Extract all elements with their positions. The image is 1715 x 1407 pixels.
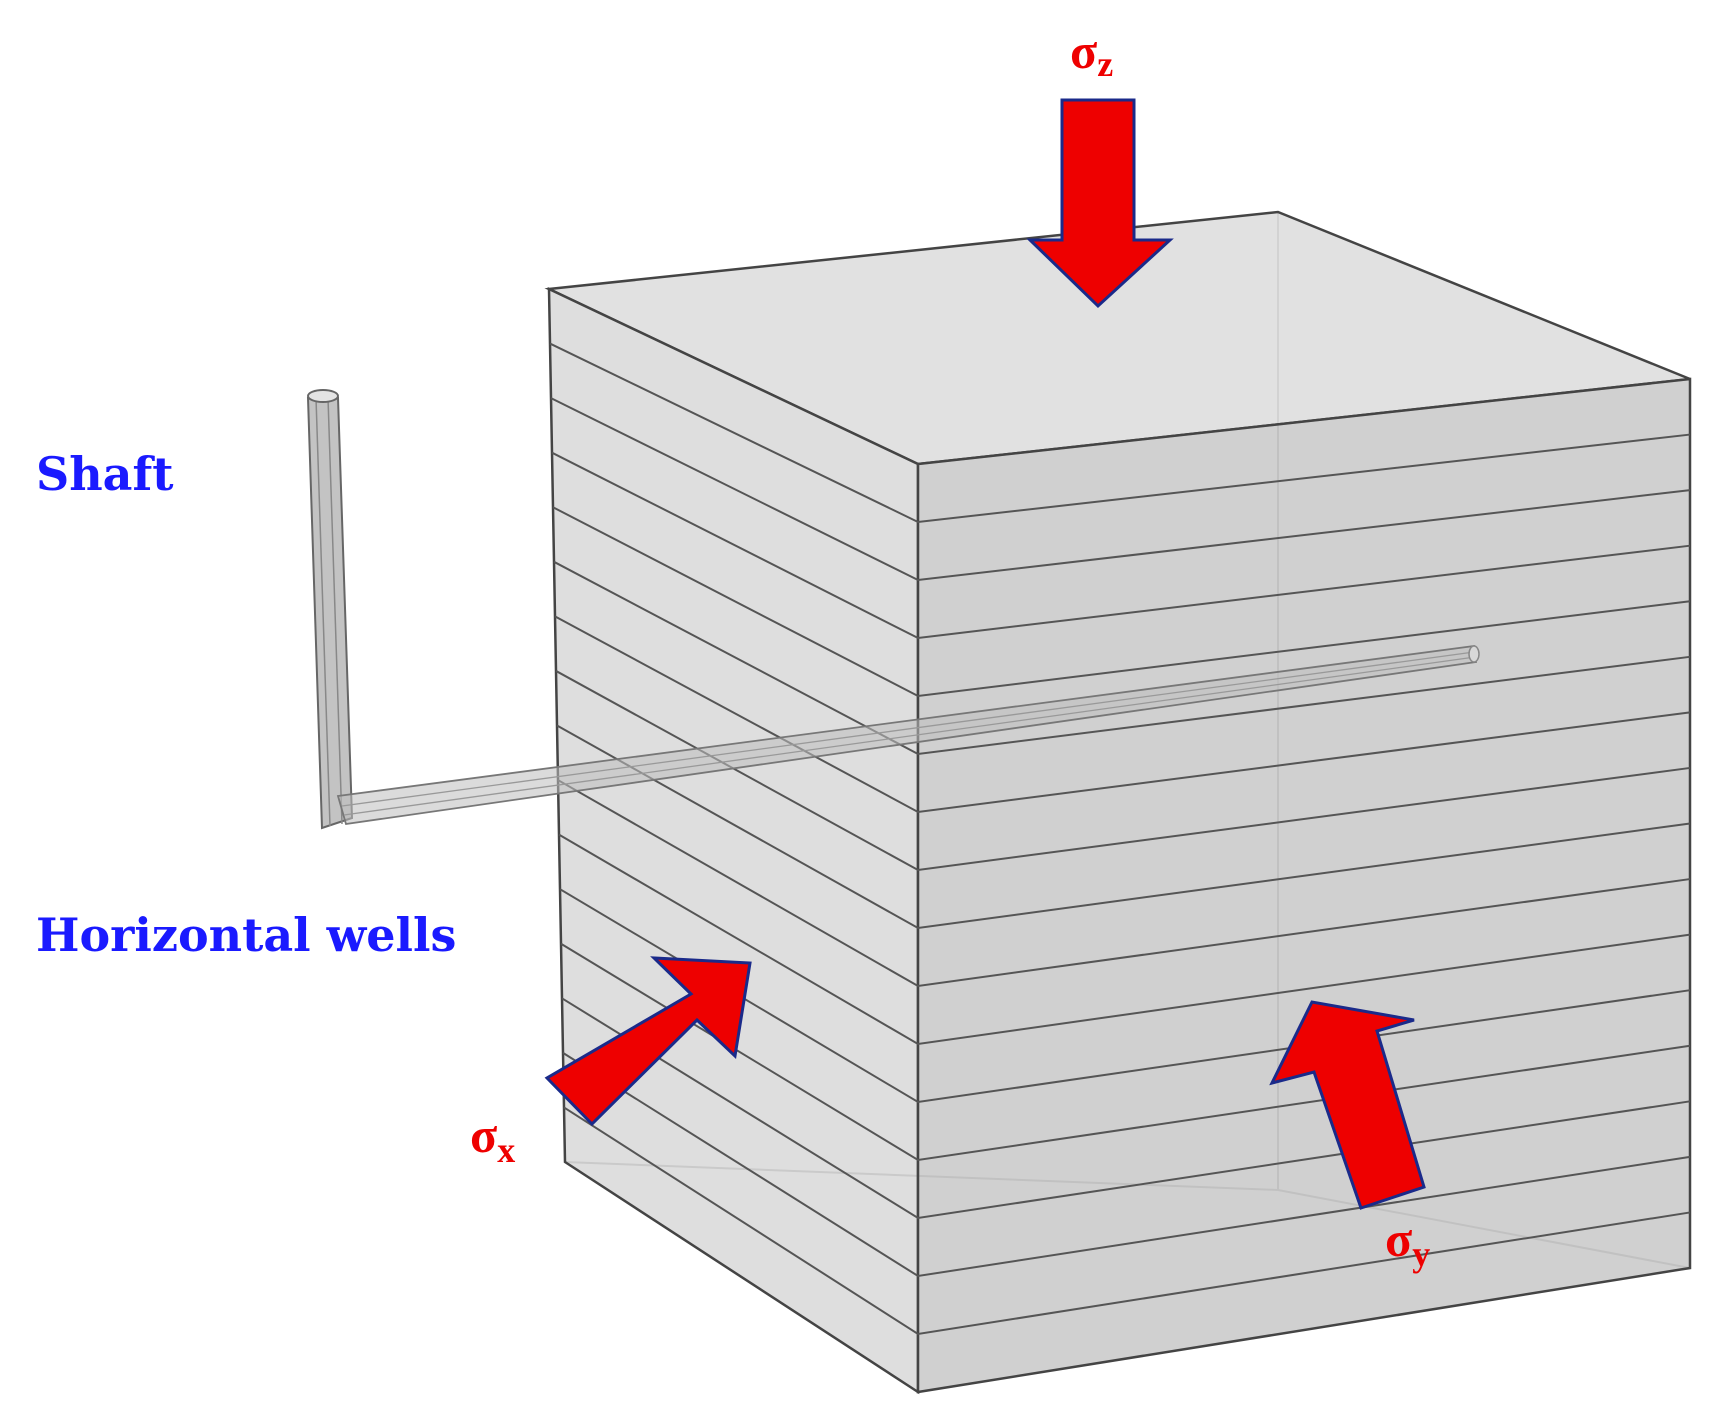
sigma-z-arrow [1026, 98, 1174, 309]
layer-line [557, 779, 1691, 988]
box-front-face [916, 377, 1692, 1394]
layer-line [555, 670, 1691, 872]
layer-line [549, 342, 1691, 524]
sigma-x-label: σx [470, 1107, 515, 1170]
sigma-y-symbol: σ [1385, 1211, 1412, 1267]
sigma-y-arrow [1269, 1000, 1426, 1210]
sigma-x-arrow-shape [544, 956, 752, 1127]
sigma-x-subscript: x [497, 1130, 515, 1170]
layer-line [563, 1106, 1691, 1336]
layer-line [554, 615, 1691, 814]
layer-line [562, 1052, 1691, 1278]
sigma-y-label: σy [1385, 1211, 1430, 1274]
sigma-x-symbol: σ [470, 1107, 497, 1163]
sigma-z-subscript: z [1097, 44, 1113, 84]
sigma-z-label: σz [1070, 23, 1113, 84]
layer-line [556, 724, 1691, 930]
sigma-y-subscript: y [1412, 1234, 1430, 1274]
layer-lines [549, 342, 1691, 1336]
horizontal-well-pipe [336, 644, 1480, 826]
sigma-z-symbol: σ [1070, 23, 1097, 79]
shaft-pipe [306, 389, 354, 830]
layer-line [552, 506, 1691, 698]
layer-line [558, 833, 1691, 1046]
shaft-label: Shaft [36, 447, 174, 501]
layer-line [550, 397, 1691, 582]
layer-line [561, 997, 1691, 1220]
layer-line [553, 560, 1691, 756]
layer-line [551, 451, 1691, 640]
horizontal-wells-label: Horizontal wells [36, 908, 456, 962]
